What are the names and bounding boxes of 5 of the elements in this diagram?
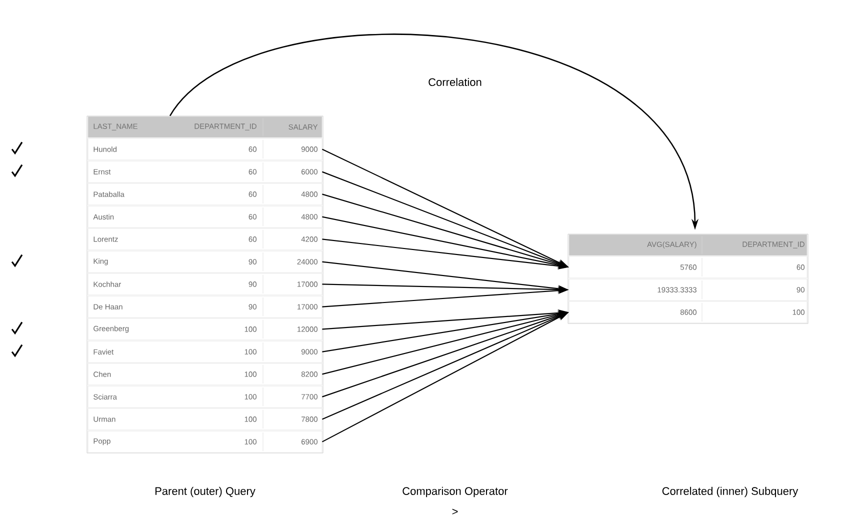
caption: Comparison Operator [402, 486, 508, 498]
caption: > [452, 508, 458, 514]
caption: Correlated (inner) Subquery [662, 486, 798, 498]
caption: Parent (outer) Query [155, 486, 256, 498]
edge-label: Correlation [428, 78, 482, 86]
